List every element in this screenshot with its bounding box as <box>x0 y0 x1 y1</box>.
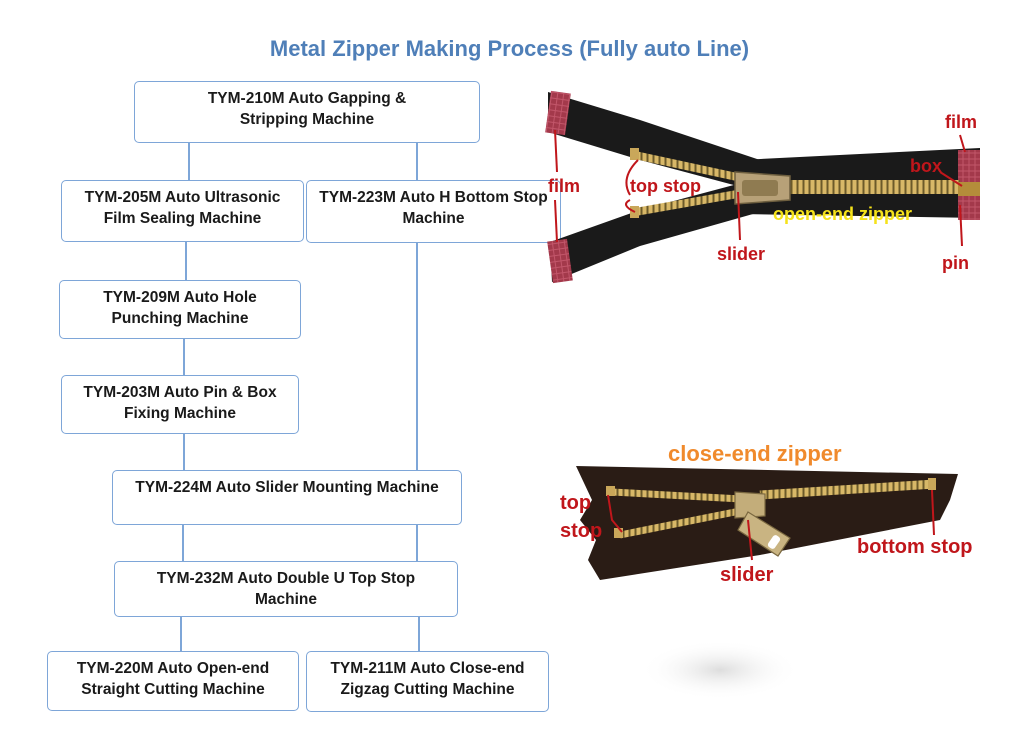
process-box-slider-mounting: TYM-224M Auto Slider Mounting Machine <box>112 470 462 525</box>
connector-2 <box>416 143 418 180</box>
process-box-zigzag-cutting: TYM-211M Auto Close-end Zigzag Cutting M… <box>306 651 549 712</box>
connector-4 <box>183 339 185 375</box>
process-box-pin-box: TYM-203M Auto Pin & Box Fixing Machine <box>61 375 299 434</box>
close-end-labels <box>607 489 935 561</box>
open-end-zipper-image <box>545 90 980 284</box>
process-box-gapping: TYM-210M Auto Gapping & Stripping Machin… <box>134 81 480 143</box>
open-end-labels <box>554 129 966 247</box>
connector-7 <box>182 525 184 561</box>
connector-9 <box>180 617 182 651</box>
close-end-zipper-image <box>576 466 958 700</box>
page-title: Metal Zipper Making Process (Fully auto … <box>269 36 750 61</box>
connector-1 <box>188 143 190 180</box>
connector-8 <box>416 525 418 561</box>
connector-5 <box>183 434 185 470</box>
connector-10 <box>418 617 420 651</box>
process-box-straight-cutting: TYM-220M Auto Open-end Straight Cutting … <box>47 651 299 711</box>
process-box-top-stop: TYM-232M Auto Double U Top Stop Machine <box>114 561 458 617</box>
connector-3 <box>185 242 187 280</box>
process-box-film-sealing: TYM-205M Auto Ultrasonic Film Sealing Ma… <box>61 180 304 242</box>
process-box-hole-punching: TYM-209M Auto Hole Punching Machine <box>59 280 301 339</box>
process-box-h-bottom-stop: TYM-223M Auto H Bottom Stop Machine <box>306 180 561 243</box>
connector-6 <box>416 243 418 470</box>
